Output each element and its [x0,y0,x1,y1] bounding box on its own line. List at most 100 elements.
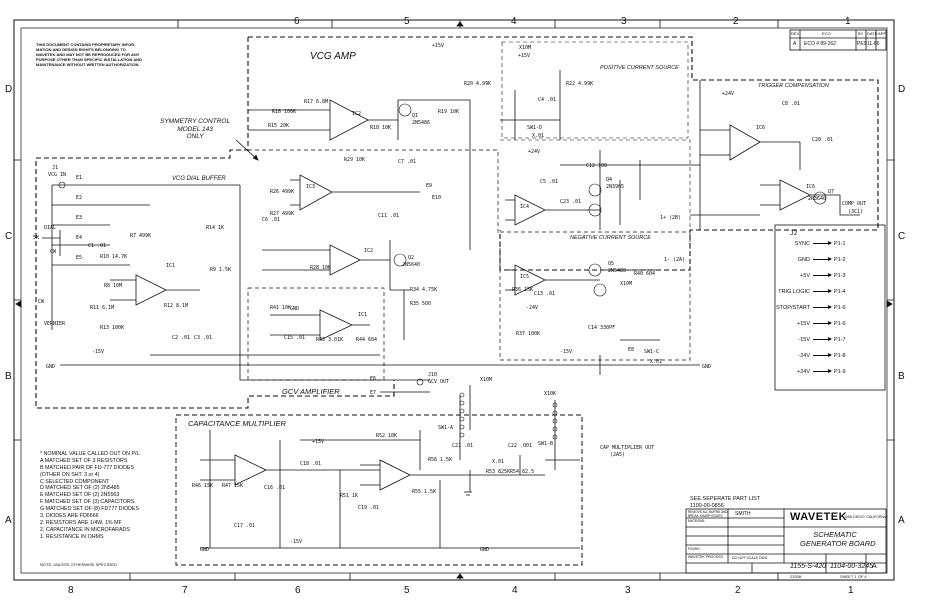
ic4-label: IC4 [520,204,530,210]
rev-row-eco: ECO # 89-262 [804,41,836,47]
r34-label: R34 4.75K [410,287,438,293]
parts-list-line: SEE SEPERATE PART LIST [690,496,761,502]
rev-header-date: DATE [867,31,878,36]
pin-id: P1-2 [834,256,846,263]
pin-name: GND [797,256,810,263]
pin-id: P1-6 [834,304,846,311]
zone-bottom-3: 3 [625,585,631,596]
zone-left-c: C [5,231,13,242]
notice-line: MAINTENANCE WITHOUT WRITTEN AUTHORIZATIO… [36,62,140,67]
r53-label: R53 825K [486,469,511,475]
rev-header-eco: ECO [822,31,831,36]
r27-label: R27 499K [270,211,295,217]
r7-label: R7 499K [130,233,152,239]
r56-label: R56 1.5K [428,457,453,463]
zone-bottom-6: 6 [295,585,301,596]
zone-left-d: D [5,84,13,95]
zone-top-5: 5 [404,16,410,27]
notes-block: * NOMINAL VALUE CALLED OUT ON P/L. A MAT… [40,451,141,542]
c7-label: C7 .01 [398,159,417,165]
r41-label: R41 10K [270,305,292,311]
vcg-in-label: VCG IN [48,172,67,178]
gnd-label: GND [480,547,490,553]
x10m-label: X10M [519,45,532,51]
minus15-label: -15V [92,349,105,355]
c8-label: C8 .01 [782,101,801,107]
e6-label: E6 [370,376,377,382]
q2-type-label: 2N5640 [402,262,421,268]
dial-label: DIAL [44,225,57,231]
tb-wavetek-process-label: WAVETEK PROCESS [688,555,723,559]
zone-bottom-7: 7 [182,585,188,596]
pin-arrow-icon [813,305,832,309]
r37-label: R37 100K [516,331,541,337]
pin-name: -24V [798,352,810,359]
zone-top-6: 6 [294,16,300,27]
zone-right-d: D [898,84,906,95]
c4-label: C4 .01 [538,97,557,103]
section-vcg-amp: VCG AMP [310,51,356,62]
zone-bottom-2: 2 [735,585,741,596]
r12-label: R12 8.1M [164,303,189,309]
rev-header-app: APP [878,31,887,36]
pin-name: +24V [797,368,810,375]
symmetry-control-note: SYMMETRY CONTROL MODEL 143 ONLY [160,118,230,141]
zone-left-a: A [5,515,12,526]
r29-label: R29 10K [344,157,366,163]
c20-label: C20 .01 [812,137,834,143]
cap-mult-out-label: CAP MULTIPLIER OUT [600,445,655,451]
connector-pin: STOP/START P1-6 [776,304,846,311]
symmetry-note-line: SYMMETRY CONTROL [160,118,231,125]
rev-header-rev: REV [791,31,800,36]
pin-name: STOP/START [776,304,810,311]
connector-pin: +5V P1-3 [776,272,846,279]
pin-id: P1-3 [834,272,846,279]
ic6-label: IC6 [756,125,766,131]
parts-list-note: SEE SEPERATE PART LIST 1100-00-0856 [690,496,760,509]
r18-label: R18 10K [370,125,392,131]
notes-footer: NOTE: UNLESS OTHERWISE SPECIFIED [40,562,117,567]
r36-label: R36 15K [512,287,534,293]
q2-label: Q2 [408,255,415,261]
tb-finish-label: FINISH [688,547,700,551]
gnd-label: GND [200,547,210,553]
r46-label: R46 15K [192,483,214,489]
r54-label: R54 82.5 [510,469,535,475]
q1-type-label: 2N5486 [412,120,431,126]
r20-label: R20 4.99K [464,81,492,87]
pin-arrow-icon [813,369,832,373]
symmetry-note-line: MODEL 143 [177,125,213,133]
minus15-label: -15V [560,349,573,355]
e10-label: E10 [432,195,442,201]
r47-label: R47 15K [222,483,244,489]
r26-label: R26 499K [270,189,295,195]
r14-label: R14 1K [206,225,225,231]
section-gcv-amplifier: GCV AMPLIFIER [282,387,340,396]
cage-code: 23338 [790,574,802,579]
note-line: E MATCHED SET OF (2) 2N5563 [40,492,120,499]
e3-label: E3 [76,215,83,221]
pin-arrow-icon [813,257,832,261]
pin-arrow-icon [813,273,832,277]
connector-j2-label: J2 [790,230,798,237]
note-line: F MATCHED SET OF (3) CAPACITORS [40,499,135,506]
plus15-label: +15V [312,439,325,445]
pin-arrow-icon [813,353,832,357]
c11-label: C11 .01 [378,213,400,219]
pin-id: P1-9 [834,368,846,375]
c15-label: C15 .01 [284,335,306,341]
ic2-label: IC2 [352,111,362,117]
drawing-title-line: SCHEMATIC [813,530,857,539]
pin-id: P1-7 [834,336,846,343]
j10-label: J10 [428,372,438,378]
r51-label: R51 1K [340,493,359,499]
zone-top-2: 2 [733,16,739,27]
pin-arrow-icon [813,321,832,325]
pin-name: +15V [797,320,810,327]
c2-label: C2 .01 [172,335,191,341]
ic5-label: IC5 [520,274,530,280]
zone-left-b: B [5,371,12,382]
drawing-number: 1104-00-3245 [830,563,874,570]
pin-name: +5V [800,272,810,279]
